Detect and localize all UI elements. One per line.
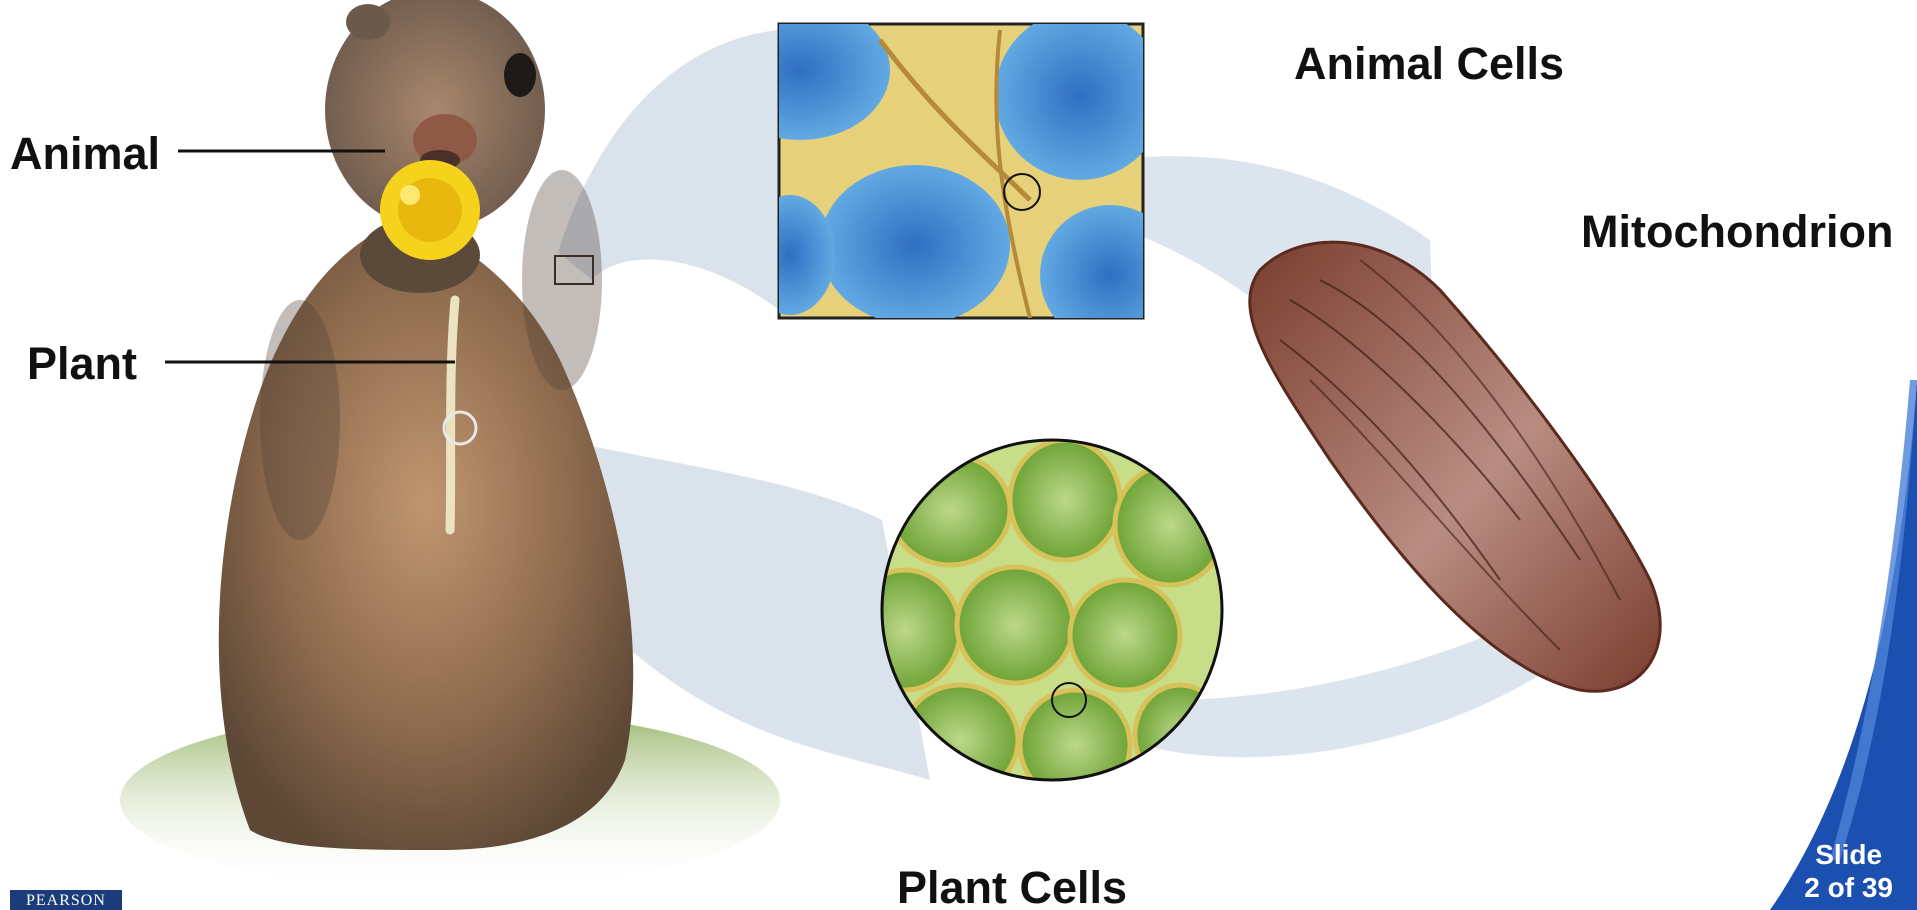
label-plant: Plant <box>27 338 137 390</box>
label-animal-cells: Animal Cells <box>1294 38 1564 90</box>
animal-cells-micrograph <box>710 0 1180 345</box>
publisher-logo: PEARSON <box>10 890 122 910</box>
slide-number: Slide 2 of 39 <box>1804 838 1893 904</box>
label-mitochondrion: Mitochondrion <box>1581 206 1893 258</box>
label-animal: Animal <box>10 128 160 180</box>
slide-number-count: 2 of 39 <box>1804 871 1893 904</box>
dandelion-flower <box>380 160 480 260</box>
mitochondrion-illustration <box>1250 242 1660 691</box>
label-plant-cells: Plant Cells <box>897 862 1127 910</box>
slide-number-label: Slide <box>1804 838 1893 871</box>
